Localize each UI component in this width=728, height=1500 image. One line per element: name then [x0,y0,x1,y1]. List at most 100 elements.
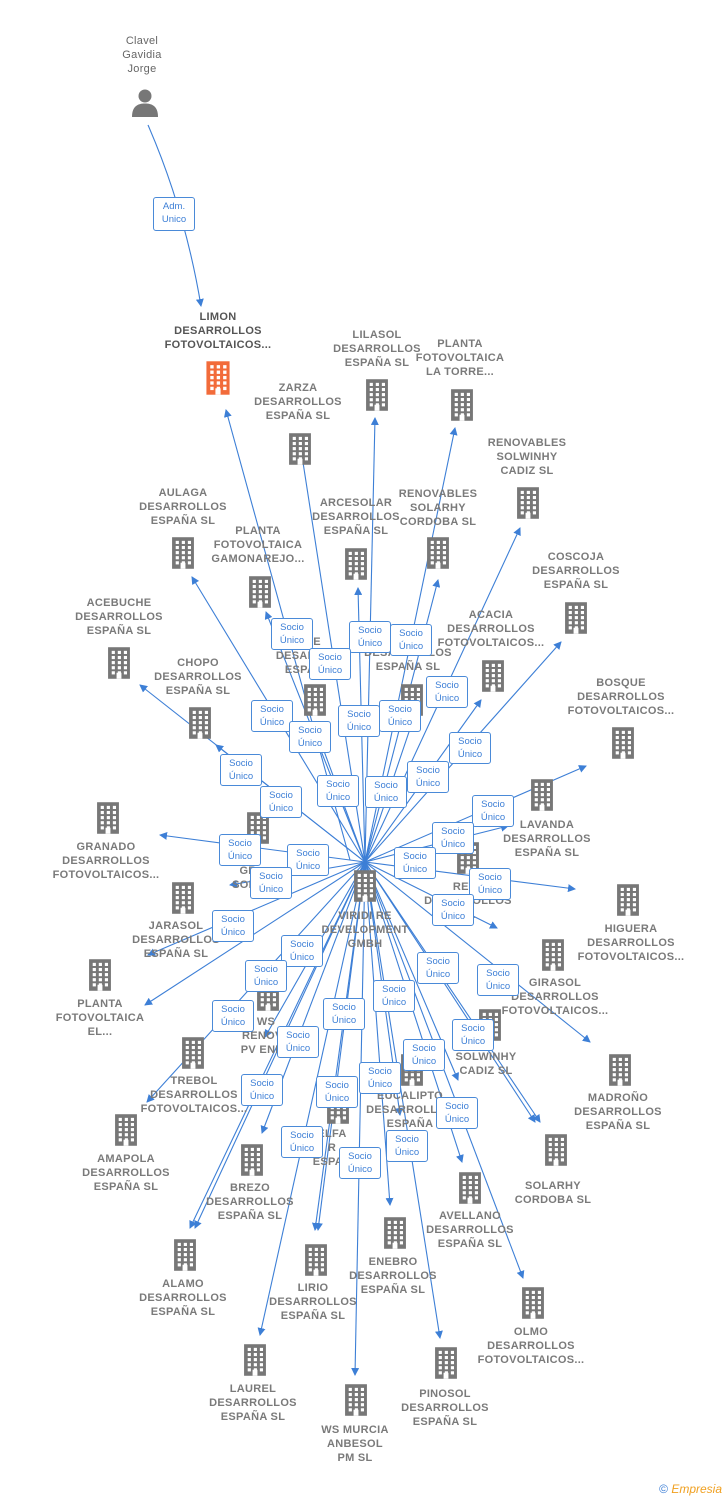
company-8-label[interactable]: COSCOJA DESARROLLOS ESPAÑA SL [532,551,620,591]
badge-socio-unico[interactable]: Socio Único [472,795,514,827]
company-1-label[interactable]: PLANTA FOTOVOLTAICA LA TORRE... [415,338,505,378]
badge-socio-unico[interactable]: Socio Único [212,910,254,942]
badge-socio-unico[interactable]: Socio Único [432,822,474,854]
building-icon[interactable] [605,1053,635,1092]
company-27-label[interactable]: EUCALIPTO DESARROLLOS ESPAÑA [366,1090,454,1130]
focus-building-icon[interactable] [202,360,234,401]
company-16-label[interactable]: LAVANDA DESARROLLOS ESPAÑA SL [503,819,591,859]
company-39-label[interactable]: WS MURCIA ANBESOL PM SL [321,1424,389,1464]
company-26-label[interactable]: MADROÑO DESARROLLOS ESPAÑA SL [574,1092,662,1132]
company-36-label[interactable]: OLMO DESARROLLOS FOTOVOLTAICOS... [477,1326,585,1366]
company-2-label[interactable]: ZARZA DESARROLLOS ESPAÑA SL [254,382,342,422]
badge-socio-unico[interactable]: Socio Único [379,700,421,732]
company-30-label[interactable]: BREZO DESARROLLOS ESPAÑA SL [206,1182,294,1222]
building-icon[interactable] [285,432,315,471]
company-37-label[interactable]: LAUREL DESARROLLOS ESPAÑA SL [209,1383,297,1423]
badge-socio-unico[interactable]: Socio Único [212,1000,254,1032]
badge-socio-unico[interactable]: Socio Único [289,721,331,753]
company-35-label[interactable]: LIRIO DESARROLLOS ESPAÑA SL [269,1282,357,1322]
company-7-label[interactable]: PLANTA FOTOVOLTAICA GAMONAREJO... [211,525,305,565]
badge-socio-unico[interactable]: Socio Único [452,1019,494,1051]
building-icon[interactable] [168,536,198,575]
badge-socio-unico[interactable]: Socio Único [477,964,519,996]
company-25-label[interactable]: TREBOL DESARROLLOS FOTOVOLTAICOS... [140,1075,248,1115]
building-icon[interactable] [240,1343,270,1382]
badge-socio-unico[interactable]: Socio Único [309,648,351,680]
center-building-icon[interactable] [350,869,380,908]
building-icon[interactable] [85,958,115,997]
badge-socio-unico[interactable]: Socio Único [287,844,329,876]
building-icon[interactable] [423,536,453,575]
person-icon[interactable] [130,88,160,123]
company-33-label[interactable]: ALAMO DESARROLLOS ESPAÑA SL [139,1278,227,1318]
building-icon[interactable] [538,938,568,977]
badge-socio-unico[interactable]: Socio Único [260,786,302,818]
badge-socio-unico[interactable]: Socio Único [390,624,432,656]
building-icon[interactable] [455,1171,485,1210]
building-icon[interactable] [380,1216,410,1255]
focus-company-label[interactable]: LIMON DESARROLLOS FOTOVOLTAICOS... [164,311,272,351]
badge-socio-unico[interactable]: Socio Único [432,894,474,926]
building-icon[interactable] [104,646,134,685]
badge-socio-unico[interactable]: Socio Único [245,960,287,992]
building-icon[interactable] [170,1238,200,1277]
badge-socio-unico[interactable]: Socio Único [426,676,468,708]
badge-socio-unico[interactable]: Socio Único [338,705,380,737]
building-icon[interactable] [341,1383,371,1422]
badge-socio-unico[interactable]: Socio Único [316,1076,358,1108]
building-icon[interactable] [561,601,591,640]
company-38-label[interactable]: PINOSOL DESARROLLOS ESPAÑA SL [401,1388,489,1428]
badge-socio-unico[interactable]: Socio Único [373,980,415,1012]
building-icon[interactable] [237,1143,267,1182]
badge-socio-unico[interactable]: Socio Único [417,952,459,984]
building-icon[interactable] [178,1036,208,1075]
badge-socio-unico[interactable]: Socio Único [271,618,313,650]
company-20-label[interactable]: HIGUERA DESARROLLOS FOTOVOLTAICOS... [577,923,685,963]
building-icon[interactable] [300,683,330,722]
badge-adm-unico[interactable]: Adm. Unico [153,197,195,231]
company-6-label[interactable]: RENOVABLES SOLARHY CORDOBA SL [398,488,478,528]
building-icon[interactable] [245,575,275,614]
badge-socio-unico[interactable]: Socio Único [449,732,491,764]
building-icon[interactable] [111,1113,141,1152]
badge-socio-unico[interactable]: Socio Único [469,868,511,900]
building-icon[interactable] [608,726,638,765]
building-icon[interactable] [447,388,477,427]
building-icon[interactable] [301,1243,331,1282]
person-label[interactable]: Clavel Gavidia Jorge [122,35,162,75]
badge-socio-unico[interactable]: Socio Único [250,867,292,899]
company-5-label[interactable]: ARCESOLAR DESARROLLOS ESPAÑA SL [312,497,400,537]
building-icon[interactable] [362,378,392,417]
building-icon[interactable] [341,547,371,586]
company-31-label[interactable]: SOLARHY CORDOBA SL [514,1180,592,1206]
company-28-label[interactable]: AMAPOLA DESARROLLOS ESPAÑA SL [82,1153,170,1193]
company-22-label[interactable]: GIRASOL DESARROLLOS FOTOVOLTAICOS... [501,977,609,1017]
badge-socio-unico[interactable]: Socio Único [281,935,323,967]
building-icon[interactable] [93,801,123,840]
building-icon[interactable] [168,881,198,920]
building-icon[interactable] [541,1133,571,1172]
company-14-label[interactable]: BOSQUE DESARROLLOS FOTOVOLTAICOS... [567,677,675,717]
badge-socio-unico[interactable]: Socio Único [359,1062,401,1094]
building-icon[interactable] [613,883,643,922]
building-icon[interactable] [527,778,557,817]
company-4-label[interactable]: AULAGA DESARROLLOS ESPAÑA SL [139,487,227,527]
company-24-label[interactable]: SOLWINHY CADIZ SL [455,1051,517,1077]
badge-socio-unico[interactable]: Socio Único [317,775,359,807]
badge-socio-unico[interactable]: Socio Único [323,998,365,1030]
building-icon[interactable] [431,1346,461,1385]
brand-name[interactable]: Empresia [671,1482,722,1496]
badge-socio-unico[interactable]: Socio Único [281,1126,323,1158]
company-10-label[interactable]: ACACIA DESARROLLOS FOTOVOLTAICOS... [437,609,545,649]
badge-socio-unico[interactable]: Socio Único [436,1097,478,1129]
company-13-label[interactable]: CHOPO DESARROLLOS ESPAÑA SL [154,657,242,697]
company-0-label[interactable]: LILASOL DESARROLLOS ESPAÑA SL [333,329,421,369]
badge-socio-unico[interactable]: Socio Único [241,1074,283,1106]
badge-socio-unico[interactable]: Socio Único [339,1147,381,1179]
building-icon[interactable] [513,486,543,525]
badge-socio-unico[interactable]: Socio Único [251,700,293,732]
building-icon[interactable] [478,659,508,698]
badge-socio-unico[interactable]: Socio Único [349,621,391,653]
badge-socio-unico[interactable]: Socio Único [403,1039,445,1071]
building-icon[interactable] [185,706,215,745]
